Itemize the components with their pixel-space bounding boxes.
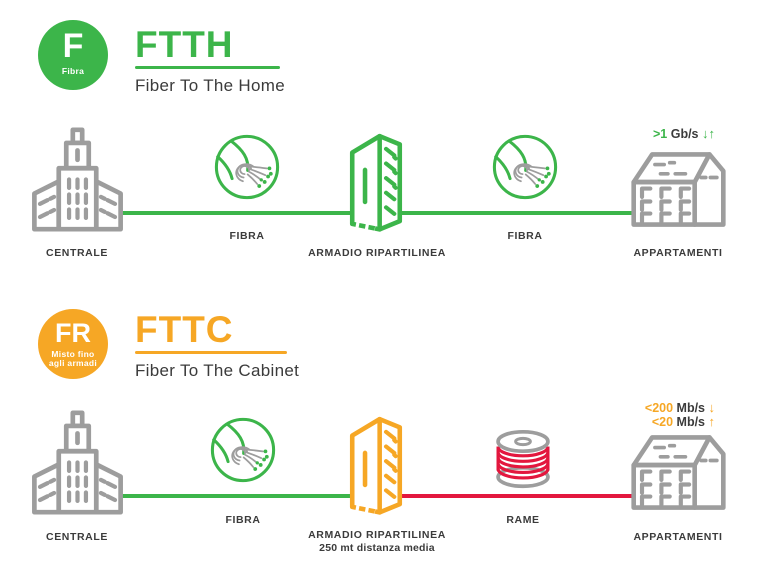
fttc-full-name: Fiber To The Cabinet — [135, 361, 300, 380]
fttc-badge: FR Misto fino agli armadi — [38, 309, 108, 379]
fttc-badge-caption: Misto fino agli armadi — [38, 350, 108, 368]
street-cabinet-icon — [344, 410, 408, 521]
fttc-acronym: FTTC — [135, 309, 234, 350]
street-cabinet-icon — [344, 127, 408, 238]
rame-label: RAME — [506, 514, 540, 526]
copper-coil-icon — [487, 429, 559, 495]
fttc-badge-caption-line2: agli armadi — [48, 358, 98, 368]
ftth-badge-caption: Fibra — [61, 66, 85, 76]
armadio-label: ARMADIO RIPARTILINEA — [308, 247, 446, 259]
fttc-down-unit: Mb/s — [676, 401, 706, 415]
appartamenti-label: APPARTAMENTI — [633, 247, 723, 259]
fttc-up-unit: Mb/s — [676, 415, 706, 429]
ftth-title-underline — [135, 66, 280, 69]
fttc-download-speed: <200 Mb/s ↓ — [645, 401, 715, 415]
centrale-label: CENTRALE — [46, 531, 108, 543]
ftth-badge-letter: F — [62, 27, 84, 65]
fttc-badge-caption-line1: Misto fino — [51, 349, 95, 359]
ftth-title-block: FTTH Fiber To The Home — [135, 26, 285, 96]
fiber-cable-icon — [491, 133, 559, 206]
fibra-label: FIBRA — [229, 230, 265, 242]
fibra-label: FIBRA — [507, 230, 543, 242]
apartment-building-icon — [628, 430, 729, 520]
armadio-label: ARMADIO RIPARTILINEA — [308, 529, 446, 541]
ftth-badge: F Fibra — [38, 20, 108, 90]
fttc-down-value: <200 — [644, 401, 674, 415]
fttc-title-underline — [135, 351, 287, 354]
fttc-copper-line — [398, 494, 640, 498]
fiber-cable-icon — [209, 416, 277, 489]
centrale-label: CENTRALE — [46, 247, 108, 259]
fttc-speed-annotation: <200 Mb/s ↓ <20 Mb/s ↑ — [645, 401, 715, 429]
ftth-full-name: Fiber To The Home — [135, 76, 285, 95]
ftth-acronym: FTTH — [135, 24, 234, 65]
fiber-cable-icon — [213, 133, 281, 206]
appartamenti-label: APPARTAMENTI — [633, 531, 723, 543]
ftth-speed-value: >1 — [652, 127, 668, 141]
down-arrow-icon: ↓ — [708, 400, 716, 415]
fttc-title-block: FTTC Fiber To The Cabinet — [135, 311, 299, 381]
armadio-distance-note: 250 mt distanza media — [319, 542, 435, 554]
fttc-badge-letter: FR — [55, 318, 91, 348]
ftth-speed-annotation: >1 Gb/s ↓↑ — [653, 127, 715, 141]
apartment-building-icon — [628, 147, 729, 237]
central-office-building-icon — [29, 127, 126, 237]
central-office-building-icon — [29, 410, 126, 520]
down-up-arrows-icon: ↓↑ — [702, 126, 715, 141]
up-arrow-icon: ↑ — [708, 414, 716, 429]
fibra-label: FIBRA — [225, 514, 261, 526]
fttc-upload-speed: <20 Mb/s ↑ — [645, 415, 715, 429]
fttc-up-value: <20 — [651, 415, 674, 429]
ftth-speed-unit: Gb/s — [670, 127, 699, 141]
fttc-fiber-line — [120, 494, 355, 498]
